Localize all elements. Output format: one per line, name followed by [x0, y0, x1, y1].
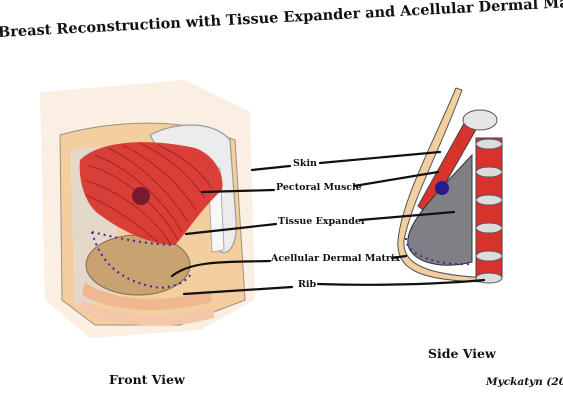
label-tissue-expander: Tissue Expander: [278, 216, 366, 227]
side-view-illustration: [398, 88, 502, 283]
label-pectoral-muscle: Pectoral Muscle: [276, 182, 362, 193]
label-skin: Skin: [293, 158, 317, 169]
side-nipple: [435, 181, 449, 195]
label-side-view: Side View: [428, 346, 496, 361]
label-acellular-dermal-matrix: Acellular Dermal Matrix: [271, 253, 400, 264]
author-credit: Myckatyn (20: [486, 376, 563, 388]
leader-skin-side: [320, 152, 440, 163]
front-view-illustration: [40, 80, 255, 338]
label-front-view: Front View: [109, 372, 185, 387]
leader-skin-front: [252, 166, 290, 170]
side-clavicle: [463, 110, 497, 130]
front-nipple: [132, 187, 150, 205]
label-rib: Rib: [298, 279, 316, 290]
